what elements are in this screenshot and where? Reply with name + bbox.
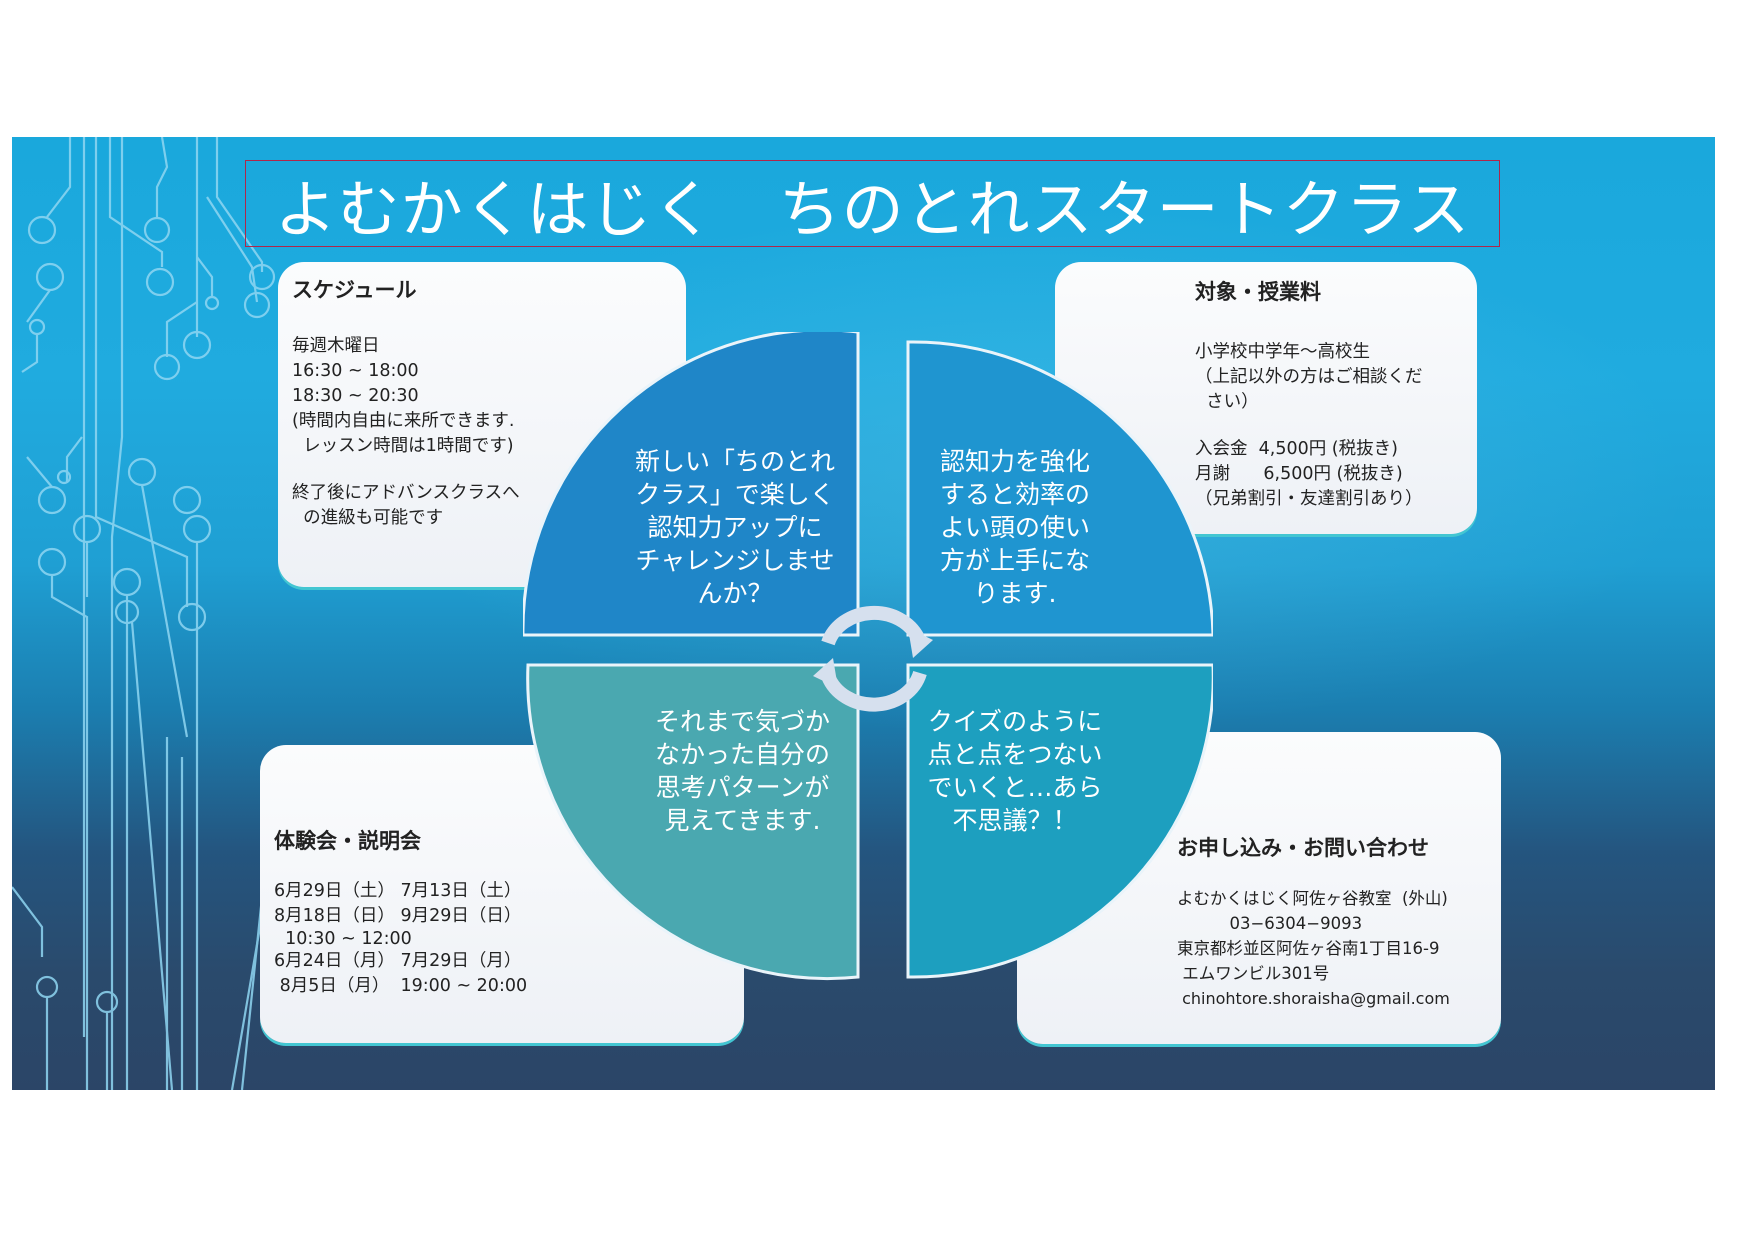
- trial-date-line: 8月18日（日） 9月29日（日）: [274, 906, 522, 926]
- cycle-arrows-icon: [813, 605, 933, 712]
- trial-heading: 体験会・説明会: [274, 829, 421, 853]
- target-line: 小学校中学年～高校生: [1195, 342, 1370, 362]
- trial-time-line: 10:30 ~ 12:00: [274, 929, 412, 949]
- fee-line: 入会金 4,500円 (税抜き): [1195, 439, 1398, 459]
- quadrant-text-4: クイズのように 点と点をつない でいくと…あら 不思議？！: [927, 707, 1103, 835]
- quadrant-top-right: [906, 340, 1213, 637]
- trial-date-line: 8月5日（月） 19:00 ~ 20:00: [274, 976, 528, 996]
- fee-heading: 対象・授業料: [1195, 280, 1321, 304]
- trial-date-line: 6月24日（月） 7月29日（月）: [274, 951, 522, 971]
- contact-address: 東京都杉並区阿佐ヶ谷南1丁目16-9: [1177, 939, 1440, 958]
- trial-date-line: 6月29日（土） 7月13日（土）: [274, 881, 522, 901]
- contact-phone[interactable]: 03−6304−9093: [1177, 914, 1363, 933]
- contact-building: エムワンビル301号: [1177, 964, 1330, 983]
- quadrant-text-2: 認知力を強化 すると効率の よい頭の使い 方が上手にな ります.: [939, 447, 1090, 608]
- target-fee-card: 対象・授業料 小学校中学年～高校生 （上記以外の方はご相談くだ さい） 入会金 …: [1055, 262, 1477, 534]
- schedule-line: 18:30 ~ 20:30: [292, 386, 419, 406]
- quadrant-bottom-right: [906, 663, 1213, 979]
- contact-heading: お申し込み・お問い合わせ: [1177, 836, 1429, 860]
- target-line: （上記以外の方はご相談くだ: [1195, 367, 1423, 387]
- schedule-line: (時間内自由に来所できます.: [292, 411, 515, 431]
- page-title: よむかくはじく ちのとれスタートクラス: [245, 160, 1500, 247]
- quadrant-top-left: [523, 332, 860, 637]
- cycle-diagram: [523, 332, 1213, 981]
- fee-line: （兄弟割引・友達割引あり）: [1195, 489, 1423, 509]
- schedule-line: 16:30 ~ 18:00: [292, 361, 419, 381]
- quadrant-text-3: それまで気づか なかった自分の 思考パターンが 見えてきます.: [654, 707, 830, 835]
- schedule-note: 終了後にアドバンスクラスへ: [292, 483, 520, 503]
- target-line: さい）: [1195, 392, 1259, 412]
- schedule-line: レッスン時間は1時間です): [292, 436, 514, 456]
- fee-line: 月謝 6,500円 (税抜き): [1195, 464, 1403, 484]
- schedule-heading: スケジュール: [292, 278, 417, 302]
- schedule-note: の進級も可能です: [292, 508, 444, 528]
- contact-email-link[interactable]: chinohtore.shoraisha@gmail.com: [1177, 989, 1450, 1008]
- quadrant-bottom-left: [526, 663, 860, 981]
- circuit-pattern-decoration: [12, 137, 276, 1090]
- contact-school-name: よむかくはじく阿佐ヶ谷教室 (外山): [1177, 889, 1448, 908]
- quadrant-text-1: 新しい「ちのとれ クラス」で楽しく 認知力アップに チャレンジしませ んか？: [634, 447, 835, 608]
- schedule-line: 毎週木曜日: [292, 336, 380, 356]
